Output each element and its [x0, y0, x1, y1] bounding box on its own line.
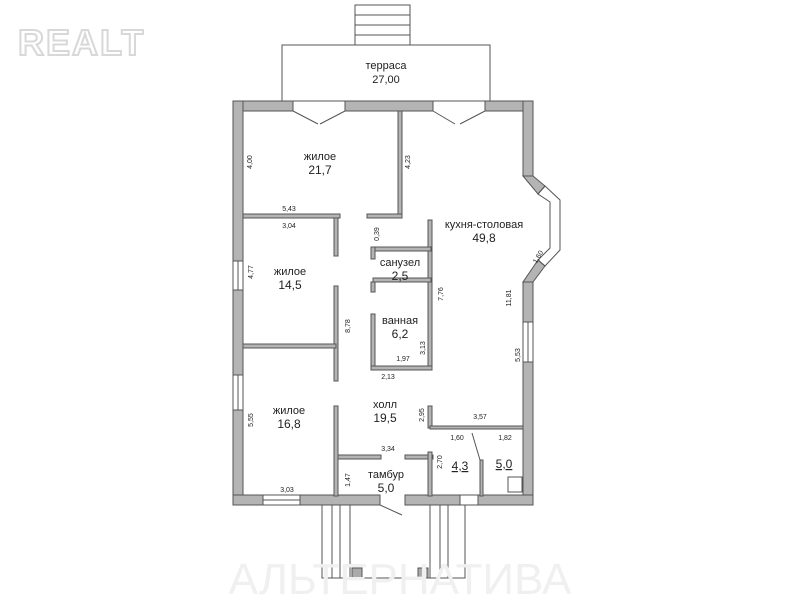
- dimension-label: 5,53: [515, 348, 522, 362]
- dimension-label: 1,97: [396, 356, 410, 363]
- dimension-label: 1,60: [532, 250, 545, 265]
- room-area: 14,5: [278, 278, 302, 292]
- dimension-label: 3,57: [473, 414, 487, 421]
- dimension-label: 5,55: [248, 413, 255, 427]
- room-area: 6,2: [392, 327, 409, 341]
- room-area: 19,5: [373, 411, 397, 425]
- dimension-label: 3,04: [282, 223, 296, 230]
- room-area: 16,8: [277, 417, 301, 431]
- dimension-label: 2,70: [437, 455, 444, 469]
- dimension-label: 1,60: [450, 435, 464, 442]
- room-name: кухня-столовая: [445, 219, 523, 231]
- room-name: санузел: [380, 257, 420, 269]
- room-name: жилое: [304, 151, 336, 163]
- dimension-label: 3,03: [280, 487, 294, 494]
- dimension-label: 8,78: [345, 319, 352, 333]
- room-area: 5,0: [378, 481, 395, 495]
- terrace: [281, 44, 491, 102]
- top-stairs: [354, 4, 411, 46]
- room-area: 5,0: [496, 457, 513, 471]
- dimension-label: 0,39: [374, 227, 381, 241]
- dimension-label: 1,82: [498, 435, 512, 442]
- room-name: жилое: [274, 266, 306, 278]
- dimensions: 4,00 4,23 5,43 3,04 0,39 1,60 11,81 4,77…: [247, 155, 545, 494]
- front-porch: [321, 505, 466, 579]
- dimension-label: 1,47: [345, 473, 352, 487]
- boiler: [507, 476, 523, 493]
- dimension-label: 11,81: [506, 289, 513, 306]
- room-name: жилое: [273, 405, 305, 417]
- outer-walls: [232, 100, 546, 506]
- room-area: 4,3: [452, 459, 469, 473]
- room-area: 2,5: [392, 269, 409, 283]
- dimension-label: 7,76: [438, 287, 445, 301]
- dimension-label: 2,95: [419, 408, 426, 422]
- dimension-label: 4,23: [405, 155, 412, 169]
- room-name: ванная: [382, 315, 418, 327]
- dimension-label: 4,77: [248, 265, 255, 279]
- windows: [232, 110, 561, 506]
- room-name: холл: [373, 399, 397, 411]
- dimension-label: 3,13: [420, 341, 427, 355]
- room-area: 21,7: [308, 163, 332, 177]
- entrance-door: [379, 504, 403, 516]
- realt-logo: REALT: [18, 22, 145, 63]
- room-name: тамбур: [368, 469, 404, 481]
- room-name: терраса: [365, 60, 407, 72]
- room-area: 27,00: [372, 74, 400, 86]
- interior-walls: [242, 110, 524, 497]
- watermark: АЛЬТЕРНАТИВА: [229, 555, 572, 599]
- dimension-label: 2,13: [381, 374, 395, 381]
- room-area: 49,8: [472, 231, 496, 245]
- room-labels: терраса 27,00 жилое 21,7 кухня-столовая …: [273, 60, 523, 495]
- dimension-label: 4,00: [247, 155, 254, 169]
- dimension-label: 3,34: [381, 446, 395, 453]
- closet-door: [471, 432, 481, 461]
- dimension-label: 5,43: [282, 206, 296, 213]
